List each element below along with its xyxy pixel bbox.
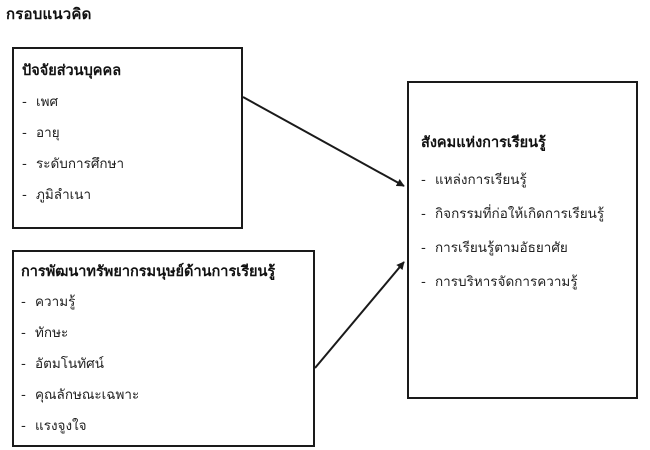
- human-resource-development-box: การพัฒนาทรัพยากรมนุษย์ด้านการเรียนรู้ -ค…: [12, 250, 315, 447]
- bullet-dash: -: [421, 240, 426, 256]
- human-resource-development-title: การพัฒนาทรัพยากรมนุษย์ด้านการเรียนรู้: [21, 264, 276, 280]
- development-item: ความรู้: [35, 294, 76, 310]
- list-item: -กิจกรรมที่ก่อให้เกิดการเรียนรู้: [421, 197, 604, 231]
- diagram-heading: กรอบแนวคิด: [6, 5, 92, 23]
- learning-society-list: -แหล่งการเรียนรู้ -กิจกรรมที่ก่อให้เกิดก…: [421, 163, 604, 299]
- bullet-dash: -: [21, 418, 26, 434]
- list-item: -แหล่งการเรียนรู้: [421, 163, 604, 197]
- bullet-dash: -: [21, 294, 26, 310]
- list-item: -ทักษะ: [21, 318, 139, 349]
- bullet-dash: -: [22, 125, 27, 141]
- arrow-personal-to-society: [242, 96, 405, 187]
- personal-factor-item: เพศ: [36, 94, 59, 110]
- human-resource-development-list: -ความรู้ -ทักษะ -อัตมโนทัศน์ -คุณลักษณะเ…: [21, 287, 139, 442]
- list-item: -การเรียนรู้ตามอัธยาศัย: [421, 231, 604, 265]
- development-item: ทักษะ: [35, 325, 69, 341]
- list-item: -อายุ: [22, 118, 124, 149]
- learning-society-item: แหล่งการเรียนรู้: [435, 172, 527, 188]
- bullet-dash: -: [421, 172, 426, 188]
- list-item: -คุณลักษณะเฉพาะ: [21, 380, 139, 411]
- personal-factor-item: อายุ: [36, 125, 60, 141]
- bullet-dash: -: [21, 325, 26, 341]
- development-item: แรงจูงใจ: [35, 418, 87, 434]
- bullet-dash: -: [21, 387, 26, 403]
- learning-society-box: สังคมแห่งการเรียนรู้ -แหล่งการเรียนรู้ -…: [407, 81, 638, 399]
- personal-factors-box: ปัจจัยส่วนบุคคล -เพศ -อายุ -ระดับการศึกษ…: [12, 47, 243, 229]
- personal-factors-list: -เพศ -อายุ -ระดับการศึกษา -ภูมิลำเนา: [22, 87, 124, 211]
- arrow-development-to-society: [314, 261, 405, 369]
- learning-society-item: การบริหารจัดการความรู้: [435, 274, 578, 290]
- learning-society-item: การเรียนรู้ตามอัธยาศัย: [435, 240, 568, 256]
- list-item: -ความรู้: [21, 287, 139, 318]
- list-item: -การบริหารจัดการความรู้: [421, 265, 604, 299]
- bullet-dash: -: [421, 274, 426, 290]
- list-item: -แรงจูงใจ: [21, 411, 139, 442]
- bullet-dash: -: [22, 94, 27, 110]
- personal-factors-title: ปัจจัยส่วนบุคคล: [22, 63, 122, 79]
- bullet-dash: -: [22, 156, 27, 172]
- learning-society-title: สังคมแห่งการเรียนรู้: [421, 135, 546, 151]
- bullet-dash: -: [21, 356, 26, 372]
- list-item: -ภูมิลำเนา: [22, 180, 124, 211]
- personal-factor-item: ระดับการศึกษา: [36, 156, 125, 172]
- development-item: คุณลักษณะเฉพาะ: [35, 387, 140, 403]
- learning-society-item: กิจกรรมที่ก่อให้เกิดการเรียนรู้: [435, 206, 605, 222]
- list-item: -เพศ: [22, 87, 124, 118]
- personal-factor-item: ภูมิลำเนา: [36, 187, 92, 203]
- development-item: อัตมโนทัศน์: [35, 356, 104, 372]
- bullet-dash: -: [421, 206, 426, 222]
- list-item: -ระดับการศึกษา: [22, 149, 124, 180]
- bullet-dash: -: [22, 187, 27, 203]
- list-item: -อัตมโนทัศน์: [21, 349, 139, 380]
